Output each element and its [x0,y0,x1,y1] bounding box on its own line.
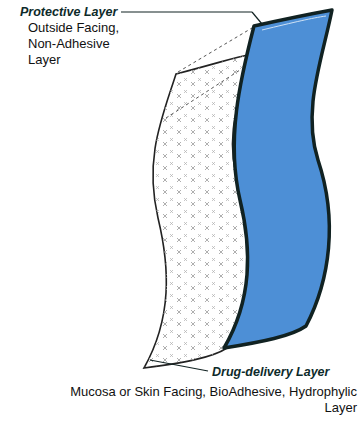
dashed-line [166,70,240,118]
leader-line [150,360,208,371]
dashed-line [178,28,252,72]
leader-line [121,11,252,12]
layer-description: Mucosa or Skin Facing, BioAdhesive, Hydr… [67,384,357,416]
layer-description: Outside Facing, Non-Adhesive Layer [28,20,138,68]
layer-name: Drug-delivery Layer [212,364,329,380]
leader-line [252,12,262,24]
protective-layer [224,10,332,348]
layer-name: Protective Layer [20,4,117,20]
